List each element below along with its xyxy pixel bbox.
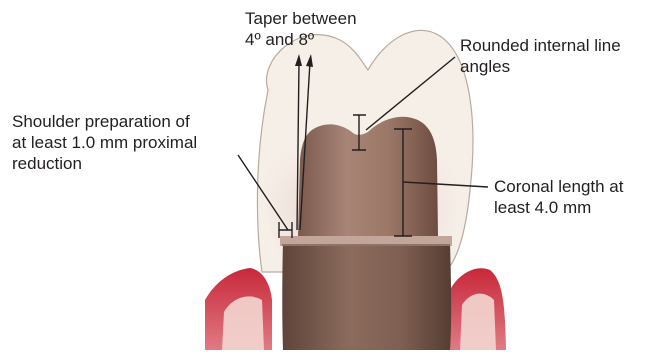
shoulder-label: Shoulder preparation of at least 1.0 mm …	[12, 111, 197, 174]
rounded-angles-label: Rounded internal line angles	[460, 35, 621, 77]
coronal-length-label: Coronal length at least 4.0 mm	[494, 176, 623, 218]
tooth-root	[282, 242, 451, 350]
taper-label: Taper between 4º and 8º	[245, 8, 357, 50]
prepared-core	[298, 117, 438, 236]
